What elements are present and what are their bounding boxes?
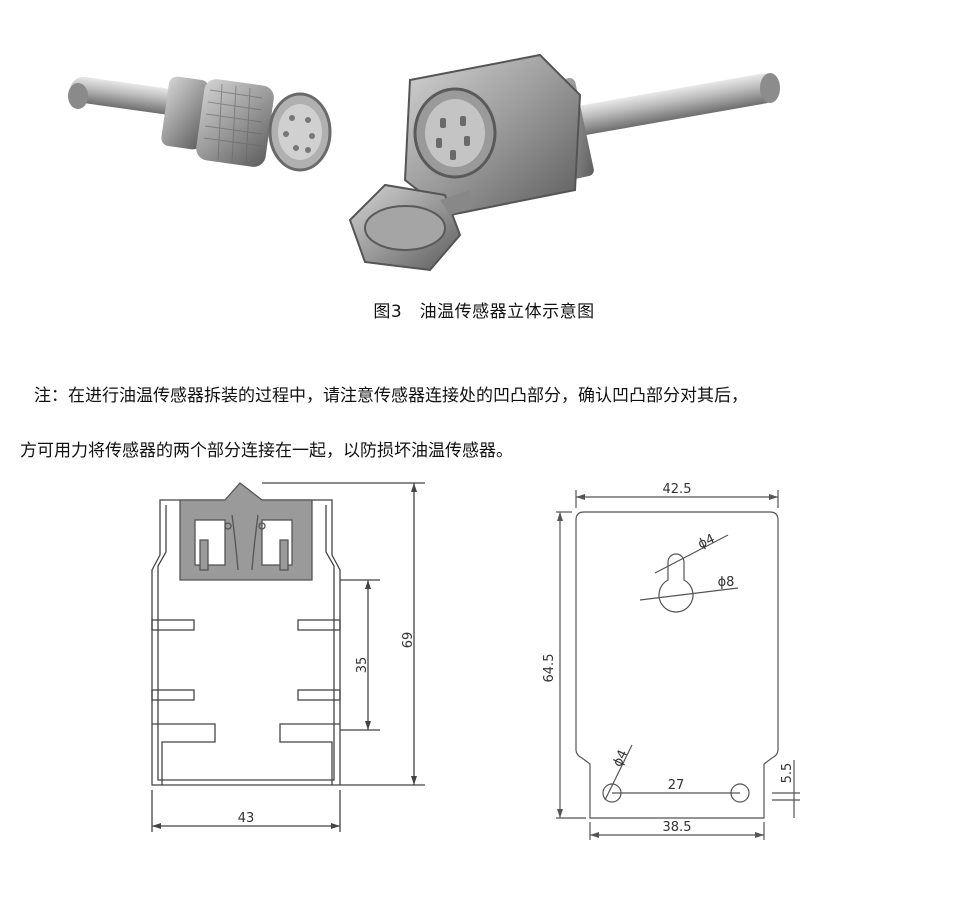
dim-43: 43 [238, 811, 255, 826]
note-line-2: 方可用力将传感器的两个部分连接在一起，以防损坏油温传感器。 [20, 441, 513, 461]
dim-phi4-top: ϕ4 [696, 531, 718, 552]
figure-caption: 图3 油温传感器立体示意图 [373, 302, 595, 322]
mounting-plate-drawing: 42.5 64.5 ϕ4 ϕ8 ϕ4 27 38.5 5.5 [542, 482, 800, 840]
dim-42-5: 42.5 [663, 482, 692, 497]
dim-phi8: ϕ8 [718, 575, 735, 590]
dim-64-5: 64.5 [542, 654, 557, 683]
sensor-body [348, 53, 780, 272]
note-line-1: 注：在进行油温传感器拆装的过程中，请注意传感器连接处的凹凸部分，确认凹凸部分对其… [34, 386, 748, 406]
dim-5-5: 5.5 [780, 763, 795, 784]
dim-38-5: 38.5 [663, 820, 692, 835]
dim-35: 35 [355, 657, 370, 674]
dim-27: 27 [668, 778, 685, 793]
plug-connector [68, 76, 332, 172]
front-view-drawing: 35 69 43 [151, 482, 425, 832]
sensor-3d-illustration [68, 53, 780, 272]
dim-phi4-bottom: ϕ4 [610, 748, 631, 770]
dim-69: 69 [401, 632, 416, 649]
